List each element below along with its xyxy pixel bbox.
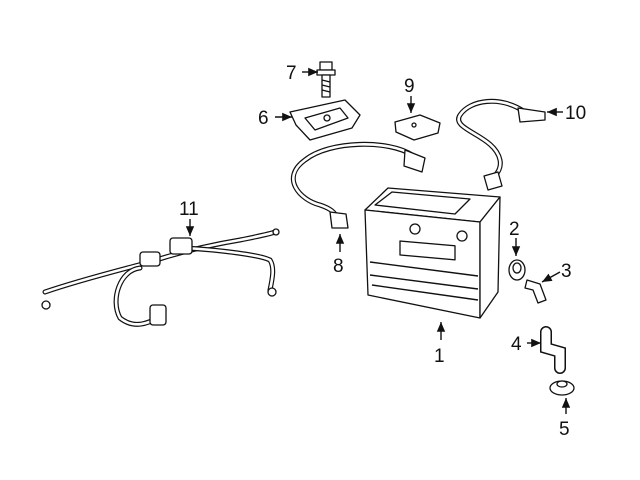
terminal-cover[interactable] xyxy=(394,114,441,141)
callout-7: 7 xyxy=(286,63,318,84)
callout-label: 3 xyxy=(561,261,572,282)
callout-label: 2 xyxy=(509,219,520,240)
callout-label: 5 xyxy=(559,419,570,440)
positive-cable[interactable] xyxy=(456,98,546,191)
callout-label: 1 xyxy=(434,346,445,367)
callout-label: 4 xyxy=(511,334,522,355)
wiring-harness[interactable] xyxy=(41,228,280,327)
callout-5: 5 xyxy=(559,398,571,440)
callout-1: 1 xyxy=(434,322,446,367)
bolt[interactable] xyxy=(316,61,336,98)
battery[interactable] xyxy=(364,187,501,319)
callout-label: 7 xyxy=(286,63,297,84)
callout-6: 6 xyxy=(258,108,292,129)
callout-label: 10 xyxy=(565,103,586,124)
callout-label: 6 xyxy=(258,108,269,129)
vent-elbow[interactable] xyxy=(524,279,547,304)
callout-2: 2 xyxy=(509,219,521,256)
hold-down-bracket[interactable] xyxy=(289,99,361,141)
callout-3: 3 xyxy=(541,261,572,283)
vent-plug[interactable] xyxy=(508,259,526,281)
callout-label: 9 xyxy=(404,76,415,97)
vent-hose[interactable] xyxy=(540,326,566,374)
callout-label: 8 xyxy=(333,256,344,277)
callout-11: 11 xyxy=(179,199,199,236)
grommet[interactable] xyxy=(549,380,575,396)
negative-cable[interactable] xyxy=(290,141,426,229)
callout-8: 8 xyxy=(333,234,345,277)
callout-10: 10 xyxy=(547,103,586,124)
callout-4: 4 xyxy=(511,334,541,355)
callout-9: 9 xyxy=(404,76,416,113)
callout-label: 11 xyxy=(179,199,199,220)
